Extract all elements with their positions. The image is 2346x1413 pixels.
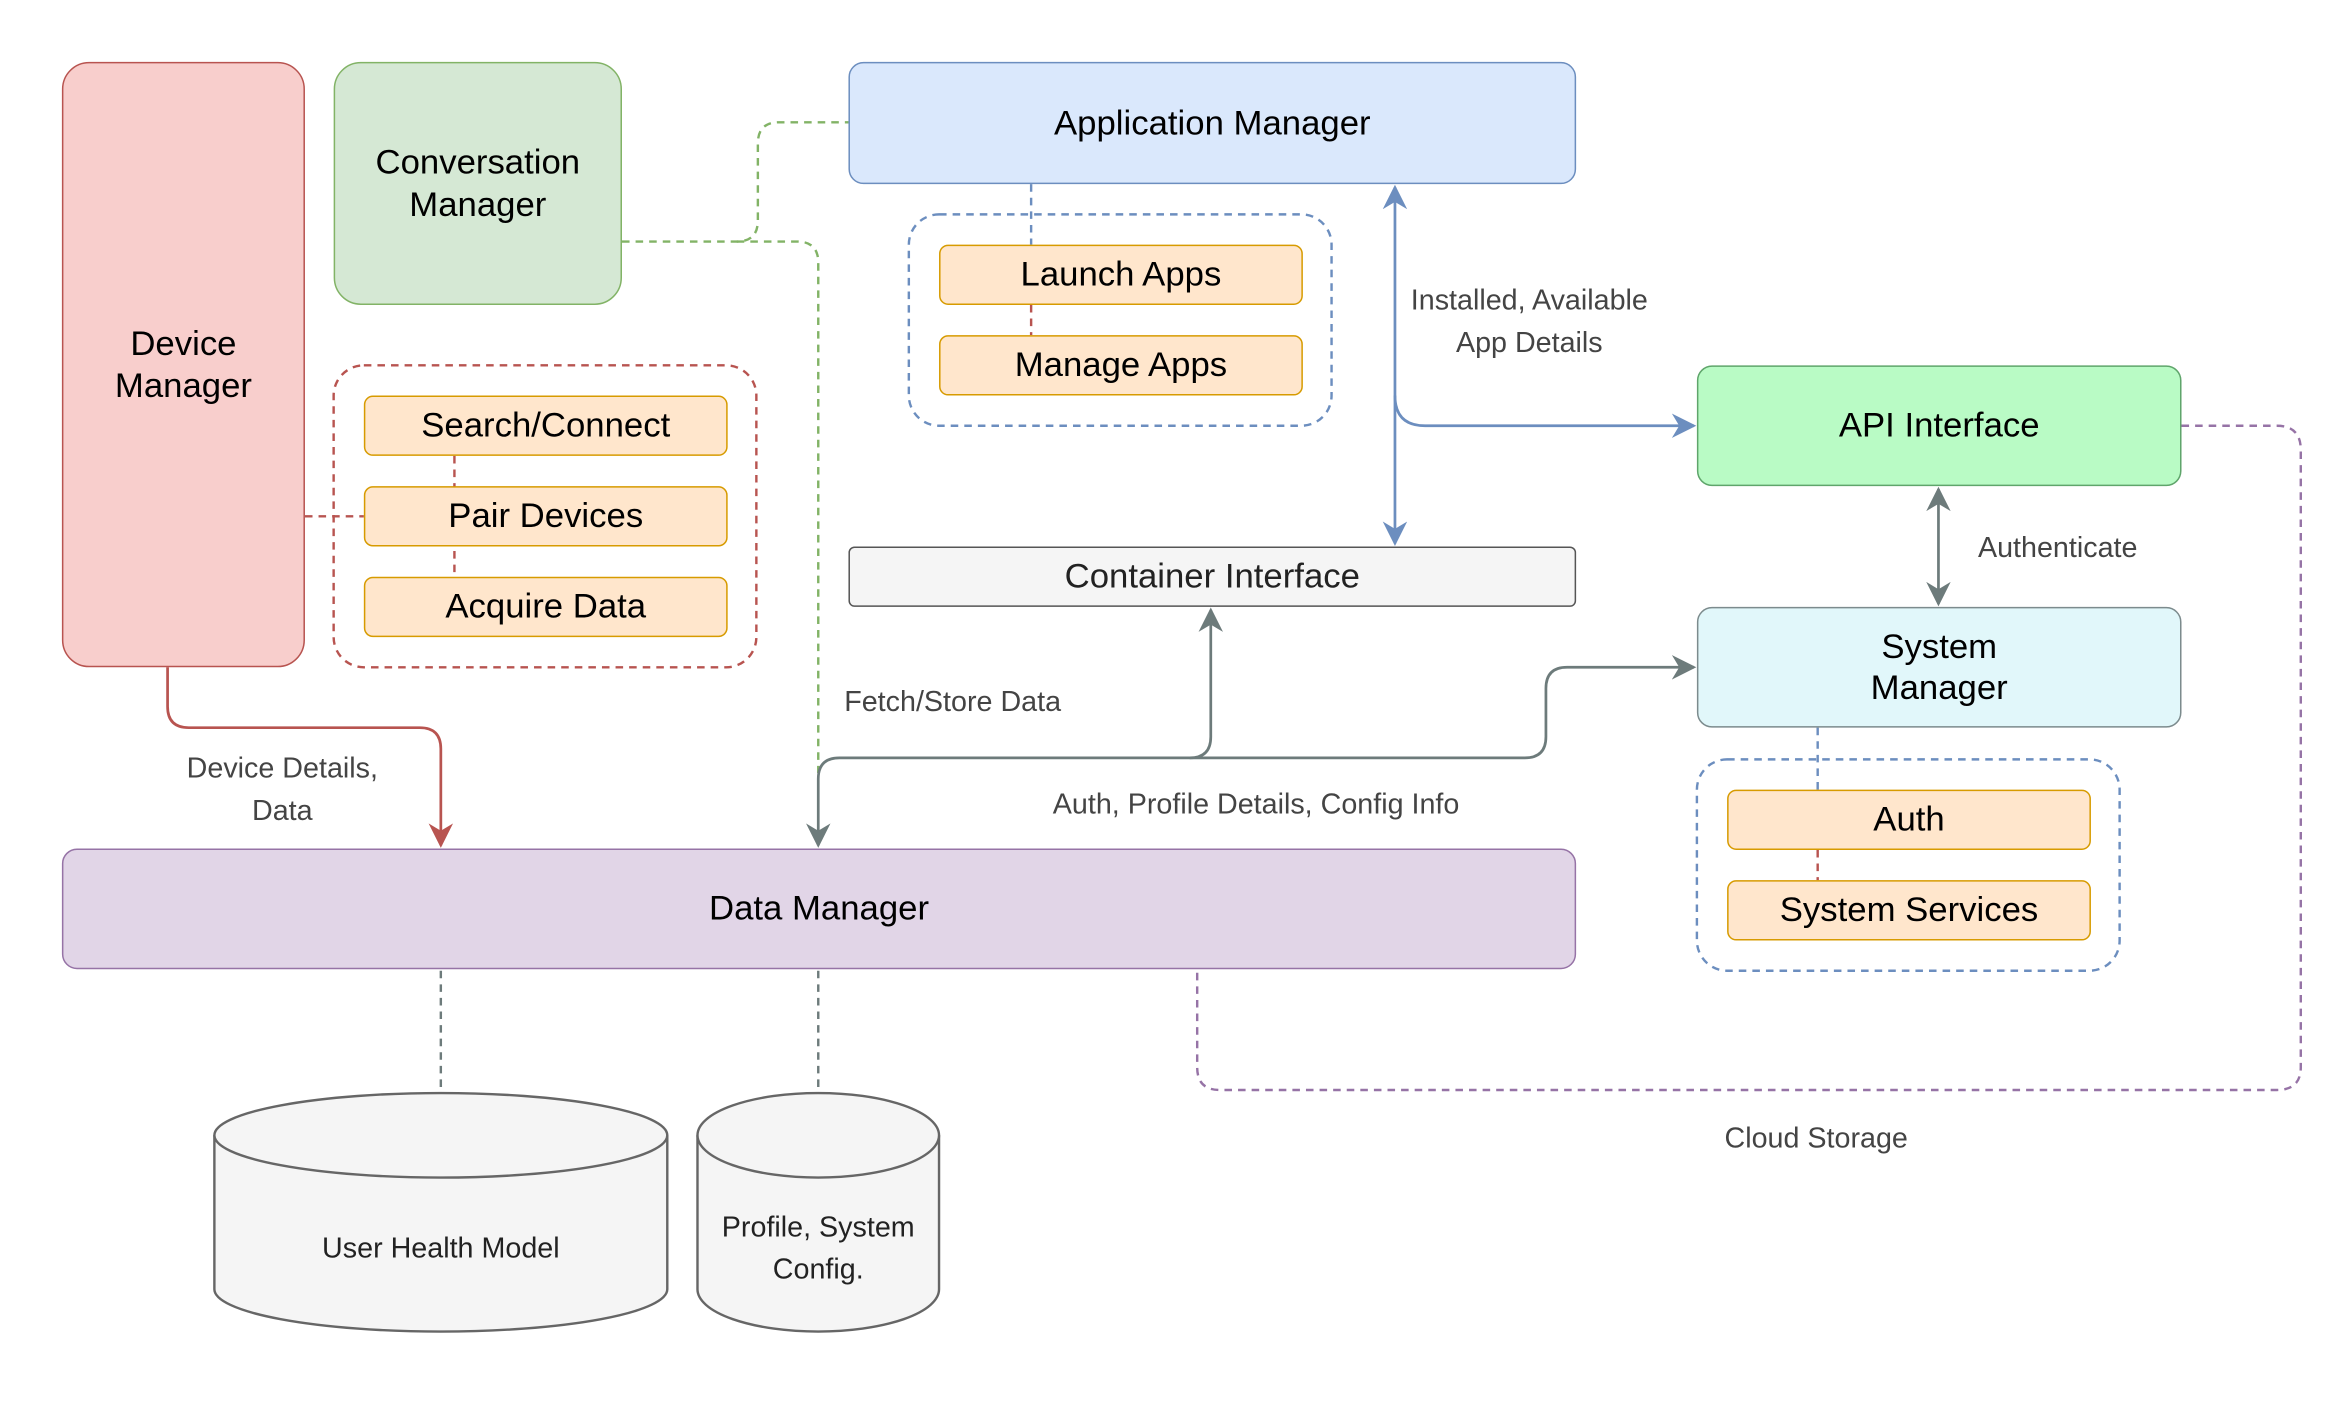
data-manager-label: Data Manager (708, 888, 930, 928)
data-manager-box[interactable]: Data Manager (61, 848, 1577, 970)
conversation-to-app-manager-link (621, 121, 849, 243)
acquire-data-label: Acquire Data (445, 586, 647, 626)
manage-apps-box[interactable]: Manage Apps (939, 335, 1303, 396)
data-to-container-arrow (806, 607, 1224, 848)
data-to-system-arrow (1189, 655, 1697, 760)
fetch-store-label: Fetch/Store Data (844, 686, 1062, 719)
authenticate-label: Authenticate (1977, 532, 2138, 565)
app-details-to-api-arrow (1393, 395, 1697, 438)
user-health-model-store (213, 1091, 669, 1333)
device-to-data-arrow (166, 667, 454, 848)
container-interface-label: Container Interface (1064, 556, 1360, 596)
device-manager-box[interactable]: Device Manager (61, 61, 305, 668)
system-services-label: System Services (1779, 889, 2039, 930)
system-manager-label: System Manager (1870, 626, 2008, 707)
api-interface-box[interactable]: API Interface (1696, 365, 2182, 487)
cloud-storage-label: Cloud Storage (1724, 1123, 1908, 1155)
launch-apps-box[interactable]: Launch Apps (939, 244, 1303, 305)
conversation-to-data-manager-link (736, 240, 820, 773)
conversation-manager-label: Conversation Manager (375, 142, 581, 223)
auth-label: Auth (1873, 799, 1945, 839)
auth-box[interactable]: Auth (1727, 789, 2091, 850)
application-manager-label: Application Manager (1054, 102, 1371, 142)
system-manager-box[interactable]: System Manager (1696, 606, 2182, 728)
api-interface-label: API Interface (1838, 405, 2040, 445)
profile-config-label: Profile, System Config. (721, 1212, 915, 1287)
user-health-model-label: User Health Model (322, 1233, 560, 1266)
manage-apps-label: Manage Apps (1014, 344, 1228, 385)
app-tasks-group (907, 213, 1333, 427)
system-services-box[interactable]: System Services (1727, 880, 2091, 941)
launch-apps-label: Launch Apps (1020, 254, 1222, 294)
installed-available-label: Installed, Available App Details (1410, 285, 1648, 360)
pair-devices-box[interactable]: Pair Devices (363, 486, 728, 547)
auth-profile-label: Auth, Profile Details, Config Info (1052, 789, 1460, 822)
device-details-label: Device Details, Data (186, 753, 378, 828)
search-connect-box[interactable]: Search/Connect (363, 395, 728, 456)
cloud-storage-link (1195, 424, 2302, 1092)
application-manager-box[interactable]: Application Manager (848, 61, 1577, 185)
conversation-manager-box[interactable]: Conversation Manager (333, 61, 622, 305)
device-manager-label: Device Manager (114, 323, 252, 404)
pair-devices-label: Pair Devices (448, 495, 644, 536)
search-connect-label: Search/Connect (421, 405, 671, 445)
container-interface-box[interactable]: Container Interface (848, 546, 1577, 607)
profile-config-store (696, 1091, 941, 1333)
acquire-data-box[interactable]: Acquire Data (363, 576, 728, 638)
system-tasks-group (1695, 758, 2121, 972)
